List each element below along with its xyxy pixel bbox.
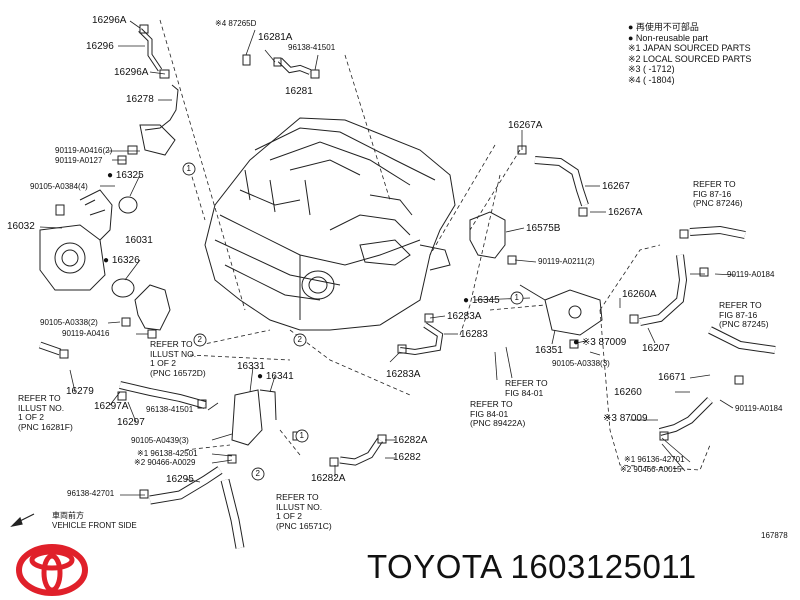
part-label: 16575B — [526, 223, 561, 234]
part-label: ● ※3 87009 — [573, 337, 627, 348]
front-arrow — [10, 513, 35, 527]
part-label: ● 16326 — [103, 255, 140, 266]
part-label: 16031 — [125, 235, 153, 246]
circled-number: 2 — [197, 335, 202, 344]
part-number: 16325 — [115, 170, 144, 181]
part-label: 16297A — [94, 401, 129, 412]
part-label: 16281 — [285, 86, 313, 97]
part-label: 96138-42701 — [67, 489, 115, 498]
circled-number: 2 — [297, 335, 302, 344]
part-label: ※1 96138-42501 — [137, 449, 198, 458]
refer-note: REFER TO FIG 84-01 — [505, 378, 548, 398]
refer-note: REFER TO ILLUST NO. 1 OF 2 (PNC 16571C) — [276, 492, 332, 531]
part-label: 90105-A0338(2) — [40, 318, 98, 327]
toyota-logo — [16, 544, 88, 596]
gasket-16326-drawing — [111, 278, 135, 298]
part-label: 90105-A0338(3) — [552, 359, 610, 368]
part-label: 16296A — [92, 15, 127, 26]
gasket-16325-drawing — [118, 196, 138, 214]
part-label: 16260 — [614, 387, 642, 398]
refer-note: REFER TO ILLUST NO. 1 OF 2 (PNC 16281F) — [18, 393, 73, 432]
part-label: 16671 — [658, 372, 686, 383]
part-label: 16295 — [166, 474, 194, 485]
part-label: 16283A — [447, 311, 482, 322]
circled-number: 1 — [186, 164, 191, 173]
part-label: 90119-A0184 — [735, 404, 783, 413]
circled-number: 1 — [299, 431, 304, 440]
part-label: 16260A — [622, 289, 657, 300]
part-number: 16341 — [265, 371, 294, 382]
part-label: 16032 — [7, 221, 35, 232]
legend: ● 再使用不可部品 ● Non-reusable part ※1 JAPAN S… — [628, 22, 751, 85]
legend-line: ● 再使用不可部品 — [628, 22, 699, 32]
part-label: 16281A — [258, 32, 293, 43]
direction-en: VEHICLE FRONT SIDE — [52, 521, 137, 530]
part-label: 16283A — [386, 369, 421, 380]
part-label: 16267A — [508, 120, 543, 131]
legend-line: ※4 ( -1804) — [628, 74, 675, 85]
part-label: 16283 — [460, 329, 488, 340]
part-label: ※2 90466-A0015 — [620, 465, 682, 474]
part-number: 16326 — [111, 255, 140, 266]
circled-number: 1 — [514, 293, 519, 302]
water-pump-drawing — [39, 189, 113, 291]
part-label: 90119-A0416(2) — [55, 146, 113, 155]
part-label: 90105-A0384(4) — [30, 182, 88, 191]
part-label: 16282 — [393, 452, 421, 463]
part-label: ※2 90466-A0029 — [134, 458, 196, 467]
engine-block-drawing — [204, 117, 456, 331]
part-label: 16282A — [393, 435, 428, 446]
refer-note: REFER TO FIG 84-01 (PNC 89422A) — [470, 399, 526, 428]
part-label: 90119-A0127 — [55, 156, 103, 165]
part-label: 16278 — [126, 94, 154, 105]
part-label: 90119-A0416 — [62, 329, 110, 338]
part-label: ※1 96136-42701 — [624, 455, 685, 464]
refer-note: REFER TO ILLUST NO. 1 OF 2 (PNC 16572D) — [150, 339, 206, 378]
legend-line: ※1 JAPAN SOURCED PARTS — [628, 43, 751, 53]
part-label: 16351 — [535, 345, 563, 356]
part-label: 16296 — [86, 41, 114, 52]
part-label: 16279 — [66, 386, 94, 397]
part-label: 96138-41501 — [146, 405, 194, 414]
part-label: 16207 — [642, 343, 670, 354]
part-label: 16296A — [114, 67, 149, 78]
part-label: ● 16345 — [463, 295, 500, 306]
part-label: 16282A — [311, 473, 346, 484]
legend-line: ※3 ( -1712) — [628, 64, 675, 74]
part-number: 16345 — [471, 295, 500, 306]
refer-note: REFER TO FIG 87-16 (PNC 87246) — [693, 179, 743, 208]
part-label: ● 16325 — [107, 170, 144, 181]
refer-note: REFER TO FIG 87-16 (PNC 87245) — [719, 300, 769, 329]
part-label: 90119-A0184 — [727, 270, 775, 279]
part-label: ※3 87009 — [603, 413, 648, 424]
part-number: ※3 87009 — [581, 337, 627, 348]
part-label: 90119-A0211(2) — [538, 257, 595, 266]
part-label: 167878 — [761, 531, 788, 540]
circled-number: 2 — [255, 469, 260, 478]
legend-line: ● Non-reusable part — [628, 32, 708, 43]
part-label: 16267A — [608, 207, 643, 218]
part-label: 16297 — [117, 417, 145, 428]
part-label: ● 16341 — [257, 371, 294, 382]
part-label: 16267 — [602, 181, 630, 192]
legend-line: ※2 LOCAL SOURCED PARTS — [628, 53, 752, 64]
product-title: TOYOTA 1603125011 — [367, 548, 697, 585]
direction-jp: 車両前方 — [52, 511, 84, 520]
part-label: 96138-41501 — [288, 43, 336, 52]
part-label: 90105-A0439(3) — [131, 436, 189, 445]
part-label: 16331 — [237, 361, 265, 372]
part-label: ※4 87265D — [215, 19, 257, 28]
